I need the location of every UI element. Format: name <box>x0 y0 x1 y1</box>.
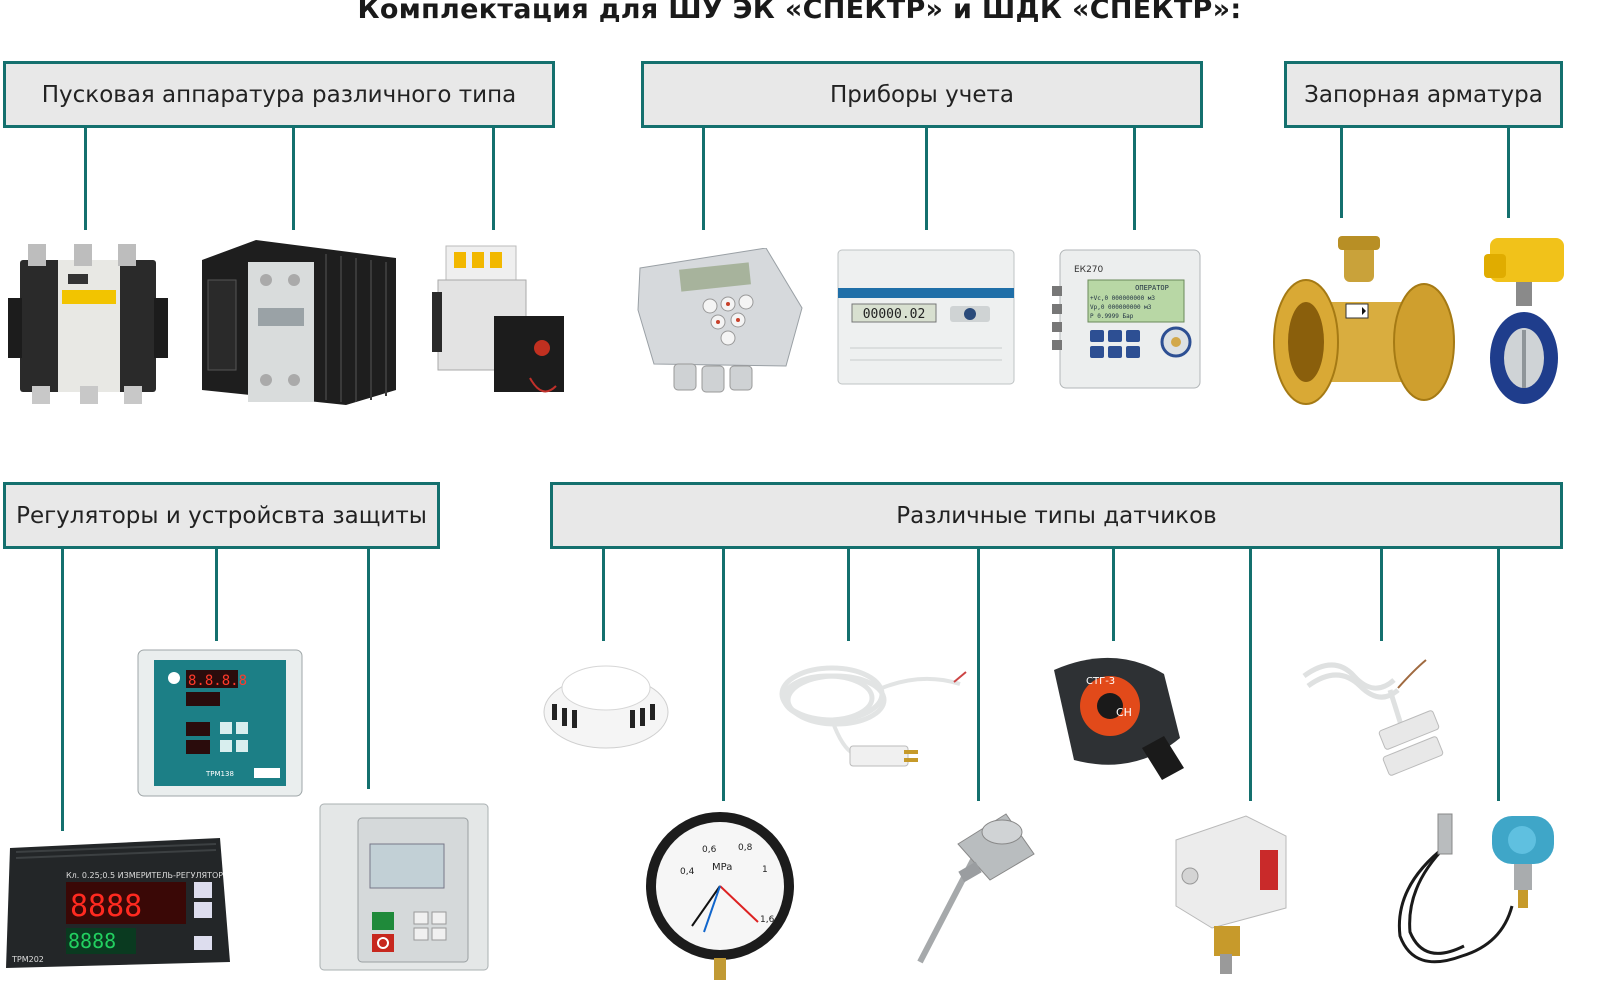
pressure-transmitter-image <box>1392 806 1564 976</box>
category-metering-devices: Приборы учета <box>641 61 1203 128</box>
category-shutoff-valves: Запорная арматура <box>1284 61 1563 128</box>
trm202-regulator-image: Кл. 0.25;0.5 ИЗМЕРИТЕЛЬ-РЕГУЛЯТОР 8888 8… <box>6 838 232 972</box>
category-label: Различные типы датчиков <box>896 502 1217 529</box>
connector-line <box>215 549 218 641</box>
connector-line <box>1133 128 1136 230</box>
category-label: Пусковая аппаратура различного типа <box>41 81 517 108</box>
flow-switch-image <box>1172 810 1290 974</box>
corrector-screen-line2: +Vс,0 000000000 м3 <box>1090 295 1155 302</box>
connector-line <box>1340 128 1343 218</box>
connector-line <box>722 549 725 801</box>
thermocouple-image <box>914 810 1048 970</box>
category-label: Запорная арматура <box>1304 81 1543 108</box>
corrector-screen-line3: Vр,0 000000000 м3 <box>1090 304 1152 311</box>
svg-text:8888: 8888 <box>68 929 116 953</box>
category-label: Приборы учета <box>829 81 1014 108</box>
magnetic-starter-image <box>432 240 567 405</box>
connector-line <box>292 128 295 230</box>
pressure-gauge-image: 0,4 0,6 0,8 1 1,6 MPa <box>642 810 800 980</box>
electricity-meter-image: 00000.02 <box>836 248 1016 386</box>
gas-sensor-code: CH <box>1116 706 1132 719</box>
smoke-detector-image <box>540 654 672 758</box>
trm138-label: ТРМ138 <box>205 770 234 778</box>
corrector-screen-line1: ОПЕРАТОР <box>1135 284 1169 292</box>
corrector-model: ЕК270 <box>1074 265 1104 275</box>
category-starting-equipment: Пусковая аппаратура различного типа <box>3 61 555 128</box>
meter-display: 00000.02 <box>863 307 926 322</box>
trm202-label: ТРМ202 <box>11 955 44 964</box>
svg-text:8.8.8.8: 8.8.8.8 <box>188 673 247 689</box>
gauge-tick: 1,6 <box>760 915 775 925</box>
cable-sensor-image <box>772 658 968 778</box>
connector-line <box>847 549 850 641</box>
category-label: Регуляторы и устройсвта защиты <box>16 502 427 529</box>
gas-corrector-image: ЕК270 ОПЕРАТОР +Vс,0 000000000 м3 Vр,0 0… <box>1052 246 1204 392</box>
connector-line <box>702 128 705 230</box>
connector-line <box>925 128 928 230</box>
solid-state-relay-image <box>196 240 401 405</box>
category-regulators-protection: Регуляторы и устройсвта защиты <box>3 482 440 549</box>
contactor-image <box>8 238 168 406</box>
protection-device-image <box>318 802 490 972</box>
gas-sensor-model: СТГ-3 <box>1086 676 1115 687</box>
connector-line <box>1249 549 1252 801</box>
connector-line <box>61 549 64 831</box>
page-title: Комплектация для ШУ ЭК «СПЕКТР» и ШДК «С… <box>357 0 1242 25</box>
butterfly-valve-image <box>1482 234 1568 406</box>
connector-line <box>1497 549 1500 801</box>
heat-meter-controller-image <box>636 248 806 394</box>
connector-line <box>367 549 370 789</box>
svg-text:8888: 8888 <box>70 889 142 924</box>
connector-line <box>1112 549 1115 641</box>
gauge-tick: 0,6 <box>702 845 717 855</box>
connector-line <box>1380 549 1383 641</box>
connector-line <box>84 128 87 230</box>
gauge-tick: 0,8 <box>738 843 753 853</box>
connector-line <box>492 128 495 230</box>
trm138-regulator-image: 8.8.8.8 ТРМ138 <box>136 648 304 798</box>
corrector-screen-line4: Р 0.9999 Бар <box>1090 313 1134 320</box>
trm202-header: Кл. 0.25;0.5 ИЗМЕРИТЕЛЬ-РЕГУЛЯТОР <box>66 871 223 880</box>
gauge-tick: 0,4 <box>680 867 695 877</box>
connector-line <box>1507 128 1510 218</box>
category-sensors: Различные типы датчиков <box>550 482 1563 549</box>
gauge-tick: 1 <box>762 865 768 875</box>
gauge-unit: MPa <box>712 862 732 873</box>
connector-line <box>977 549 980 801</box>
gas-solenoid-valve-image <box>1268 232 1460 410</box>
gas-leak-sensor-image: СТГ-3 CH <box>1034 650 1194 784</box>
connector-line <box>602 549 605 641</box>
magnetic-contact-sensor-image <box>1294 650 1454 780</box>
